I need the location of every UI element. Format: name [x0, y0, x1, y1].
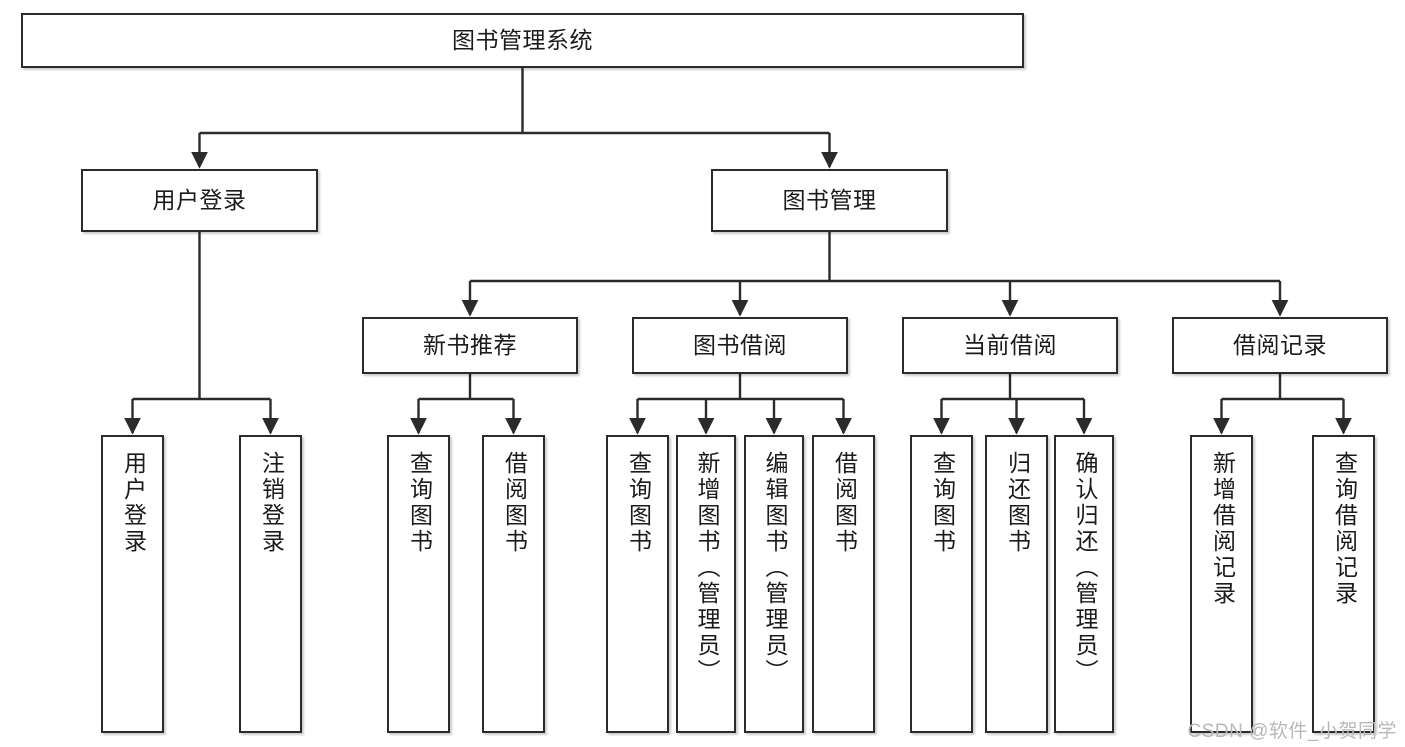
leaf-add-borrow-record[interactable]: 新增借阅记录: [1190, 435, 1253, 733]
node-current-borrow-label: 当前借阅: [963, 331, 1057, 358]
node-borrow-record-label: 借阅记录: [1233, 331, 1327, 358]
leaf-query-book-recommend[interactable]: 查询图书: [387, 435, 450, 733]
leaf-query-borrow-record-label: 查询借阅记录: [1331, 451, 1358, 607]
node-root-label: 图书管理系统: [452, 26, 593, 53]
leaf-add-borrow-record-label: 新增借阅记录: [1209, 451, 1236, 607]
node-user-login[interactable]: 用户登录: [81, 169, 318, 232]
leaf-borrow-book[interactable]: 借阅图书: [812, 435, 875, 733]
leaf-query-book-recommend-label: 查询图书: [406, 451, 433, 555]
leaf-edit-book-admin-label: 编辑图书（管理员）: [761, 451, 788, 685]
leaf-user-login[interactable]: 用户登录: [101, 435, 164, 733]
leaf-user-login-label: 用户登录: [120, 451, 147, 555]
node-book-management[interactable]: 图书管理: [711, 169, 948, 232]
leaf-query-book-current[interactable]: 查询图书: [910, 435, 973, 733]
node-current-borrow[interactable]: 当前借阅: [902, 317, 1118, 374]
leaf-user-logout-label: 注销登录: [258, 451, 285, 555]
leaf-borrow-book-recommend-label: 借阅图书: [501, 451, 528, 555]
node-user-login-label: 用户登录: [152, 186, 247, 213]
leaf-user-logout[interactable]: 注销登录: [239, 435, 302, 733]
node-book-management-label: 图书管理: [782, 186, 877, 213]
leaf-query-borrow-record[interactable]: 查询借阅记录: [1312, 435, 1375, 733]
node-book-borrow[interactable]: 图书借阅: [632, 317, 848, 374]
leaf-query-book-borrow-label: 查询图书: [625, 451, 652, 555]
leaf-borrow-book-label: 借阅图书: [831, 451, 858, 555]
node-new-book-recommend-label: 新书推荐: [423, 331, 517, 358]
leaf-borrow-book-recommend[interactable]: 借阅图书: [482, 435, 545, 733]
node-book-borrow-label: 图书借阅: [693, 331, 787, 358]
leaf-query-book-borrow[interactable]: 查询图书: [606, 435, 669, 733]
leaf-query-book-current-label: 查询图书: [929, 451, 956, 555]
leaf-return-book[interactable]: 归还图书: [985, 435, 1048, 733]
leaf-add-book-admin[interactable]: 新增图书（管理员）: [676, 435, 736, 733]
leaf-return-book-label: 归还图书: [1004, 451, 1031, 555]
watermark: CSDN @软件_小贺同学: [1187, 721, 1397, 742]
node-root[interactable]: 图书管理系统: [21, 13, 1024, 68]
leaf-confirm-return-admin-label: 确认归还（管理员）: [1071, 451, 1098, 685]
leaf-confirm-return-admin[interactable]: 确认归还（管理员）: [1054, 435, 1114, 733]
leaf-edit-book-admin[interactable]: 编辑图书（管理员）: [744, 435, 804, 733]
node-borrow-record[interactable]: 借阅记录: [1172, 317, 1388, 374]
leaf-add-book-admin-label: 新增图书（管理员）: [693, 451, 720, 685]
node-new-book-recommend[interactable]: 新书推荐: [362, 317, 578, 374]
